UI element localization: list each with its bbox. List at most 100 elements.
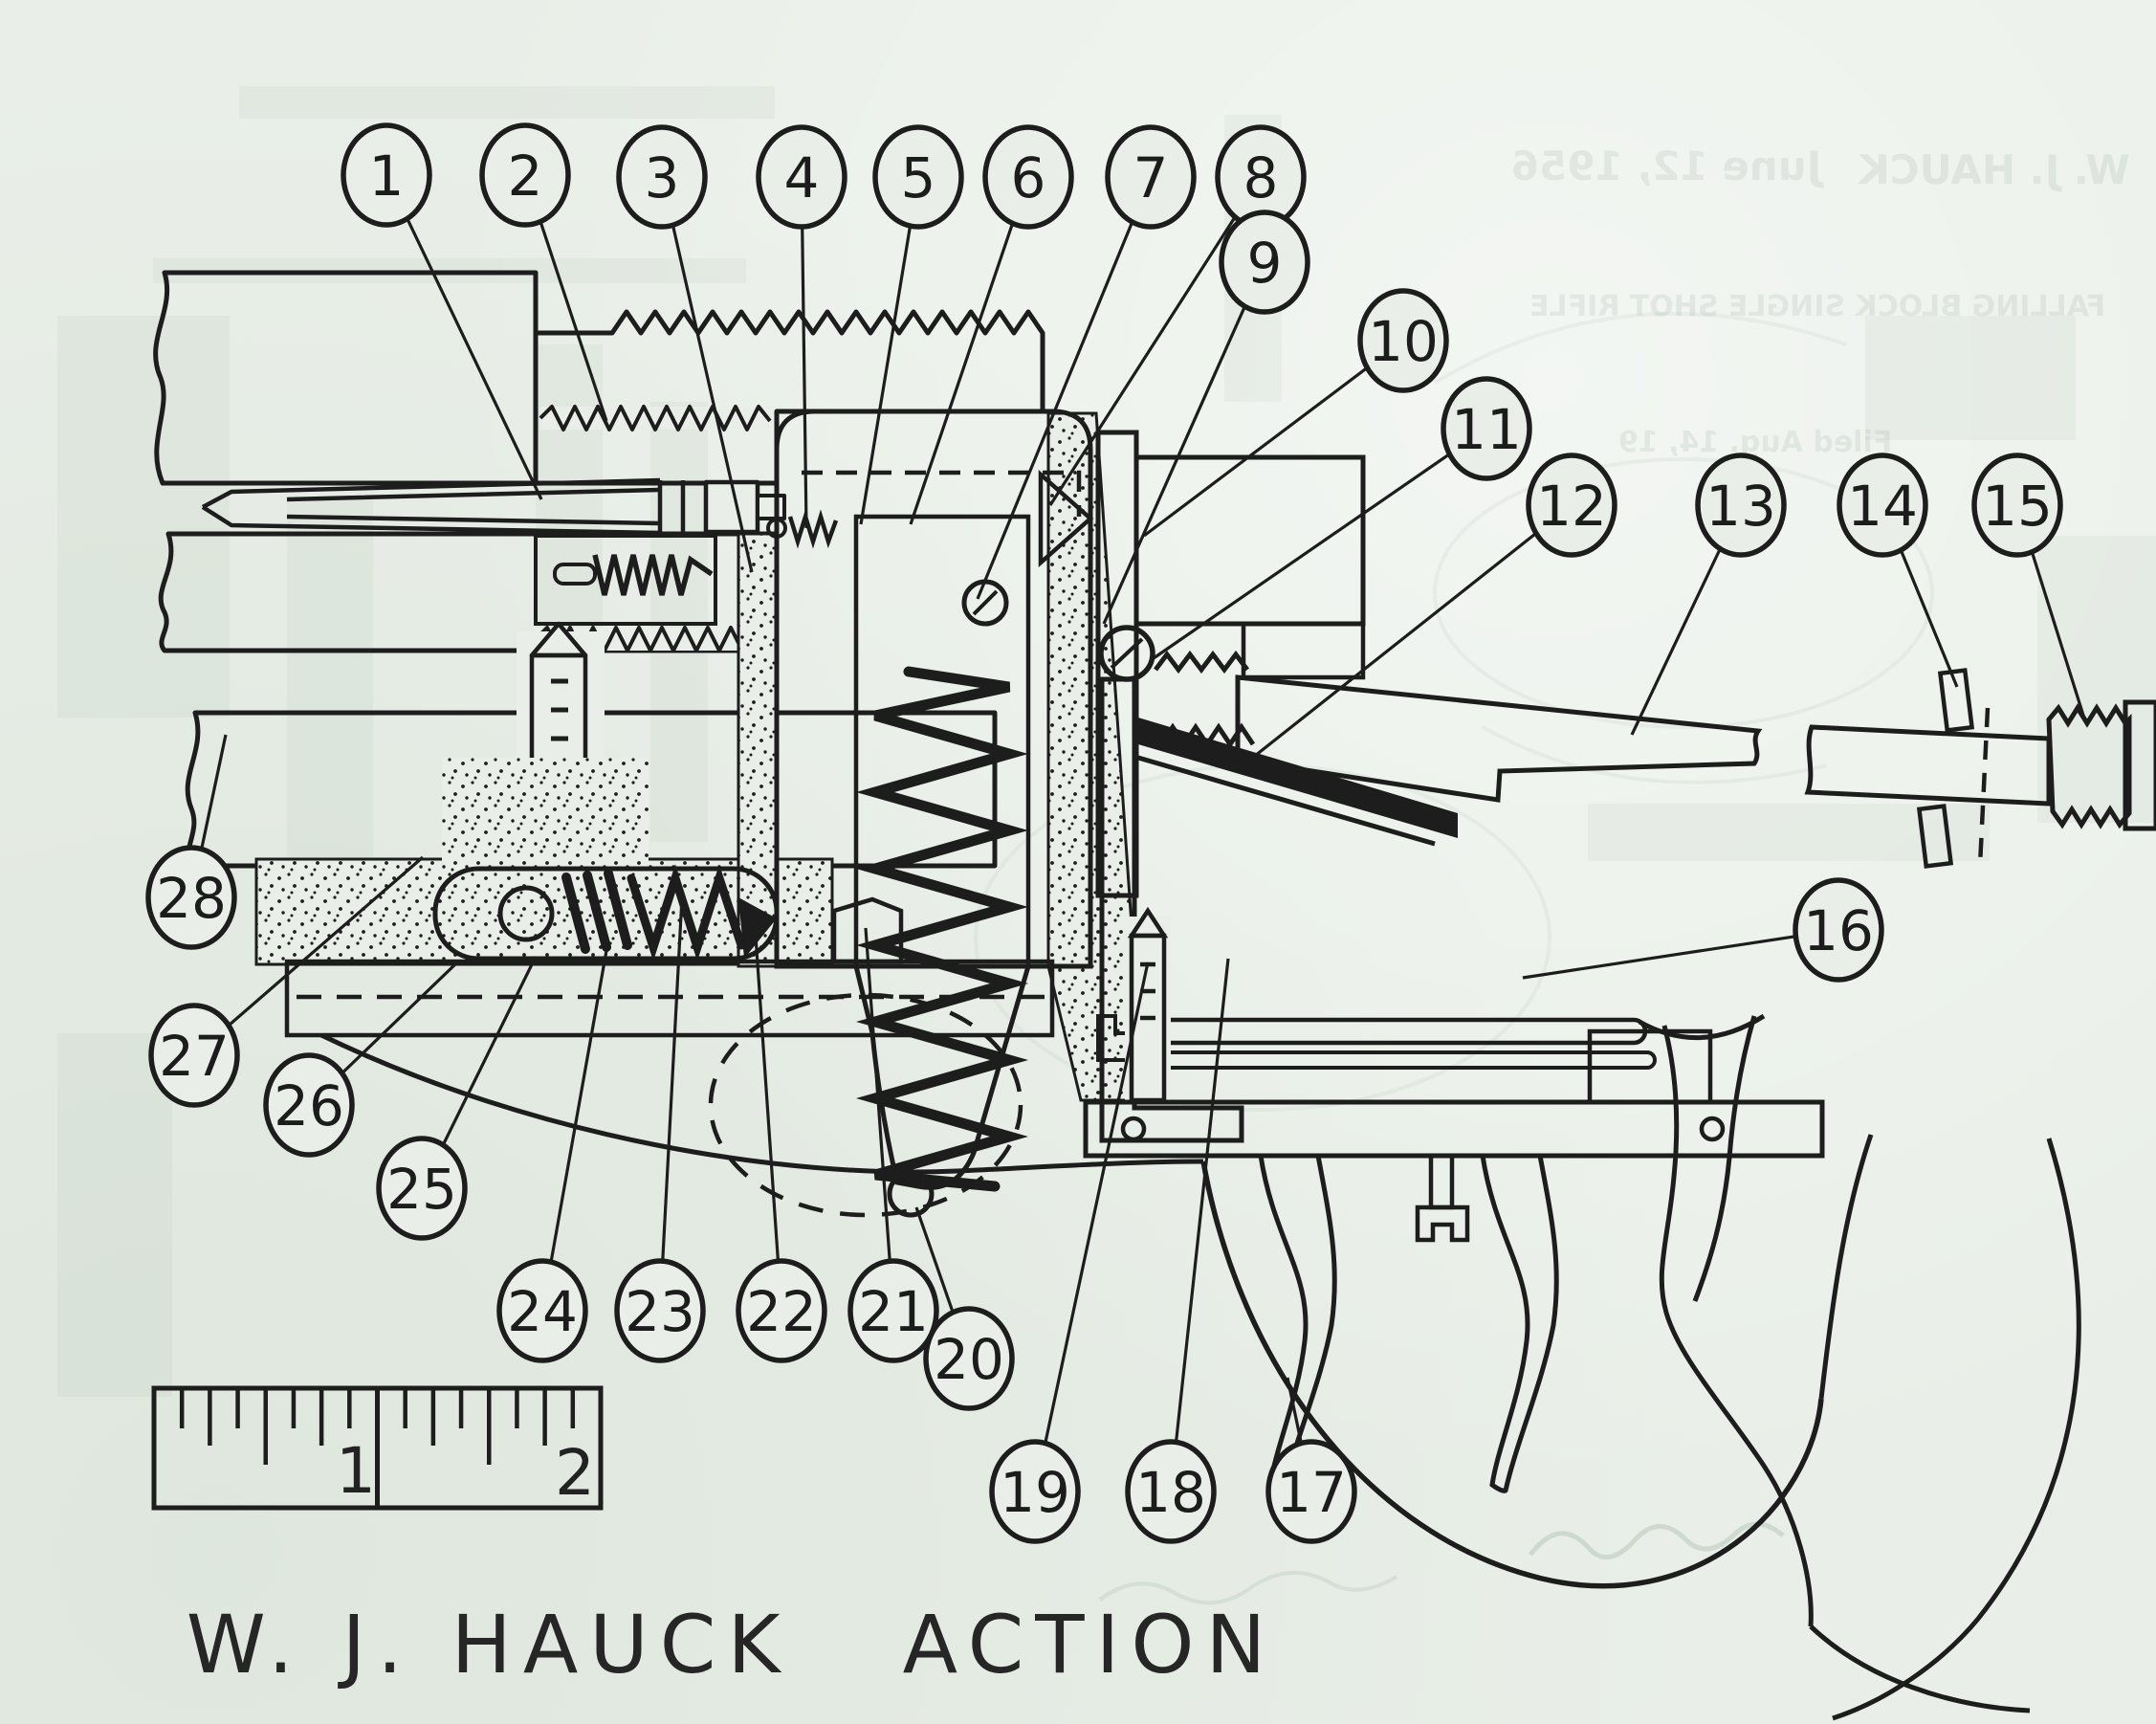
firing-pin-spring [592,554,714,596]
callout-circle-2 [479,122,571,228]
callout-number-13: 13 [1705,474,1776,539]
bolt-top-pin [1937,668,1975,733]
ghost-bleedthrough-layer: June 12, 1956 W. J. HAUCK FALLING BLOCK … [57,86,2156,1605]
stipple-under-screw [442,758,649,866]
callout-number-16: 16 [1803,898,1874,963]
callout-circle-16 [1793,877,1884,983]
leader-line-11 [1153,427,1487,660]
leader-line-8 [1048,176,1263,506]
callout-number-14: 14 [1847,474,1918,539]
receiver-ring-top [533,309,1045,486]
callout-number-28: 28 [156,866,227,931]
callout-number-1: 1 [369,144,405,209]
callout-number-7: 7 [1133,145,1169,210]
stipple-breech-face-strip [737,532,779,968]
callout-circle-9 [1219,210,1310,315]
callout-circle-15 [1971,453,2063,558]
stock-bolt-threads [2046,703,2132,829]
spring-washers [561,869,632,954]
callout-circle-23 [614,1258,706,1363]
callout-number-25: 25 [386,1157,457,1222]
leader-line-3 [660,176,754,573]
callout-circle-28 [145,845,237,950]
ghost-caption-squiggle [1098,1571,1398,1605]
callout-circle-18 [1125,1439,1217,1544]
callout-circle-19 [989,1439,1081,1544]
breech-block-group [534,409,1094,1218]
callout-number-9: 9 [1247,231,1283,296]
callout-number-4: 4 [784,145,820,210]
callout-number-22: 22 [746,1279,817,1344]
ruler-label-1: 1 [336,1434,376,1508]
callout-circle-21 [847,1258,939,1363]
callout-circle-5 [872,124,964,230]
leader-line-18 [1169,958,1230,1492]
ghost-inventor-text: W. J. HAUCK [1858,146,2130,193]
set-trigger-bar-upper [1150,1017,1648,1046]
leader-line-19 [1033,961,1150,1492]
stock-bolt-head [2123,699,2156,831]
callout-number-5: 5 [901,145,936,210]
grip-bottom-curve [1809,1625,2031,1713]
hatched-band [284,959,1055,1038]
callout-circle-3 [616,124,708,230]
caption-title: W. J. HAUCK ACTION [187,1598,1278,1691]
callout-circle-7 [1105,124,1197,230]
callout-circle-17 [1265,1439,1357,1544]
barrel-upper-block [153,270,539,486]
grip-back-curve [1832,1138,2081,1721]
callout-circle-13 [1695,453,1787,558]
firing-pin-channel [534,534,717,626]
callout-circle-12 [1526,453,1617,558]
callout-number-2: 2 [508,144,543,209]
leader-line-12 [1254,503,1573,758]
callout-number-10: 10 [1368,309,1439,374]
callout-number-12: 12 [1536,474,1607,539]
callout-number-11: 11 [1451,397,1522,462]
trigger-spring-screw [1125,906,1171,1104]
callout-number-8: 8 [1243,145,1279,210]
leader-line-24 [540,944,609,1312]
ruler-ticks [179,1388,576,1465]
callout-number-6: 6 [1011,145,1046,210]
leader-line-23 [658,896,684,1312]
callout-number-27: 27 [159,1024,230,1089]
callout-number-21: 21 [858,1279,929,1344]
barrel-thread-joint [539,405,773,431]
barrel-lower-band [158,531,780,653]
leader-line-27 [192,855,425,1057]
trigger-guard-bow [1200,1160,1824,1589]
callout-circle-14 [1837,453,1928,558]
ghost-date-text: June 12, 1956 [1511,143,1824,189]
bolt-hidden-line [1977,707,1991,867]
hammer-ghost-dashed [708,992,1023,1218]
ghost-signature-squiggle [1529,1521,1785,1560]
callout-circle-20 [923,1306,1015,1411]
callout-circle-4 [756,124,847,230]
callout-number-3: 3 [645,145,680,210]
hammer-pivot [1098,625,1155,682]
leader-line-1 [385,174,543,500]
callout-circle-22 [736,1258,827,1363]
ruler: 1 2 [151,1385,604,1511]
ghost-filed-text: Filed Aug. 14, 19 [1618,426,1893,459]
stock-rod [1804,724,2052,807]
mainspring-leaf-line [1137,755,1436,847]
hammer-pivot-slot [1110,637,1144,670]
callout-circle-1 [341,122,432,228]
hammer-striated-block [1133,454,1366,627]
leader-line-7 [976,176,1153,600]
callout-number-24: 24 [507,1279,578,1344]
spring-follower-ball [497,885,555,942]
flat-mainspring [1138,718,1458,838]
callout-number-26: 26 [274,1073,344,1138]
rear-trigger [1480,1153,1559,1493]
spring-seat-wedge [738,897,777,959]
ruler-label-2: 2 [555,1436,595,1510]
set-trigger-bar-lower [1151,1050,1657,1070]
spring-well [853,514,1031,969]
leader-line-6 [909,176,1030,525]
leader-line-22 [754,935,783,1312]
